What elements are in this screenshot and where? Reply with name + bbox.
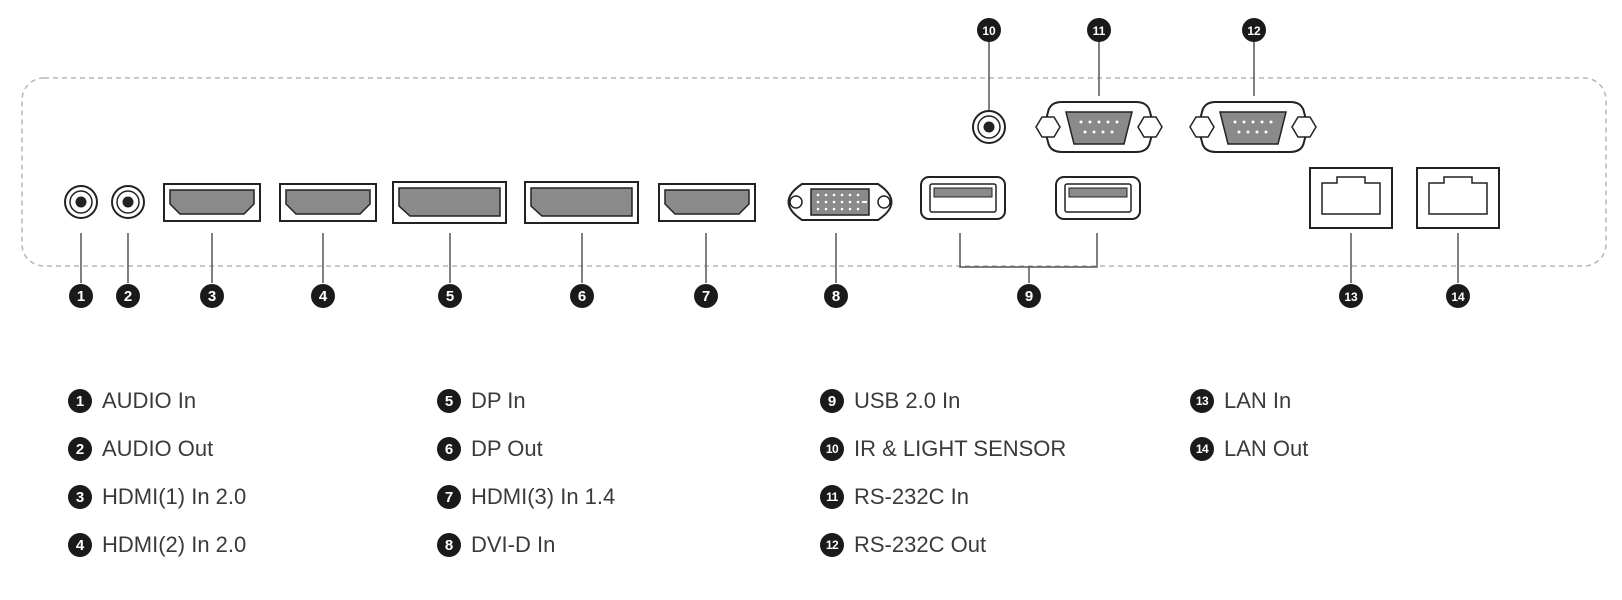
callout-7: 7 <box>694 284 718 308</box>
callout-number: 4 <box>319 288 328 305</box>
legend-label: AUDIO In <box>102 388 197 413</box>
legend-label: HDMI(3) In 1.4 <box>471 484 616 509</box>
legend-label: DP Out <box>471 436 543 461</box>
legend-number-badge: 10 <box>820 437 844 461</box>
legend-number-badge: 2 <box>68 437 92 461</box>
callout-8: 8 <box>824 284 848 308</box>
dp-out-port <box>524 181 639 224</box>
callout-5: 5 <box>438 284 462 308</box>
callout-14: 14 <box>1446 284 1470 308</box>
callout-number: 9 <box>1025 288 1033 305</box>
audio-out-jack <box>111 185 145 219</box>
audio-in-jack <box>64 185 98 219</box>
callout-9: 9 <box>1017 284 1041 308</box>
legend-label: HDMI(2) In 2.0 <box>102 532 247 557</box>
legend-item-audio-out: 2 AUDIO Out <box>68 434 213 464</box>
legend-item-rs232c-in: 11 RS-232C In <box>820 482 969 512</box>
callout-number: 8 <box>832 288 840 305</box>
legend-label: RS-232C In <box>854 484 969 509</box>
callout-number: 2 <box>124 288 132 305</box>
legend-item-hdmi-3: 7 HDMI(3) In 1.4 <box>437 482 615 512</box>
callout-number: 13 <box>1344 290 1358 304</box>
legend-label: LAN In <box>1224 388 1292 413</box>
legend-label: RS-232C Out <box>854 532 987 557</box>
legend-item-audio-in: 1 AUDIO In <box>68 386 196 416</box>
legend-item-hdmi-1: 3 HDMI(1) In 2.0 <box>68 482 246 512</box>
callout-number: 6 <box>578 288 586 305</box>
legend-label: DP In <box>471 388 526 413</box>
callout-number: 3 <box>208 288 216 305</box>
callout-number: 1 <box>77 288 85 305</box>
callout-13: 13 <box>1339 284 1363 308</box>
legend-number-badge: 9 <box>820 389 844 413</box>
callout-number: 14 <box>1451 290 1465 304</box>
legend-number-badge: 7 <box>437 485 461 509</box>
legend-number-badge: 11 <box>820 485 844 509</box>
legend-item-dvi-d-in: 8 DVI-D In <box>437 530 555 560</box>
ir-light-sensor-jack <box>972 110 1006 144</box>
legend-number-badge: 14 <box>1190 437 1214 461</box>
hdmi-1-port <box>163 183 261 222</box>
hdmi-2-port <box>279 183 377 222</box>
legend-item-lan-out: 14 LAN Out <box>1190 434 1308 464</box>
legend-item-lan-in: 13 LAN In <box>1190 386 1291 416</box>
legend-item-rs232c-out: 12 RS-232C Out <box>820 530 986 560</box>
legend-label: HDMI(1) In 2.0 <box>102 484 247 509</box>
legend-label: USB 2.0 In <box>854 388 961 413</box>
rs232c-out-port <box>1189 101 1317 153</box>
lan-in-port <box>1309 167 1393 229</box>
hdmi-3-port <box>658 183 756 222</box>
legend-item-ir-light-sensor: 10 IR & LIGHT SENSOR <box>820 434 1066 464</box>
legend-number-badge: 6 <box>437 437 461 461</box>
callout-2: 2 <box>116 284 140 308</box>
leader-lines <box>80 42 1459 283</box>
callout-1: 1 <box>69 284 93 308</box>
callout-number: 10 <box>982 24 996 38</box>
legend-number-badge: 13 <box>1190 389 1214 413</box>
legend-label: LAN Out <box>1224 436 1309 461</box>
callout-number: 5 <box>446 288 454 305</box>
callout-10: 10 <box>977 18 1001 42</box>
legend-number-badge: 5 <box>437 389 461 413</box>
rs232c-in-port <box>1035 101 1163 153</box>
legend-number-badge: 8 <box>437 533 461 557</box>
legend-item-usb-in: 9 USB 2.0 In <box>820 386 960 416</box>
callout-number: 7 <box>702 288 710 305</box>
dvi-d-port <box>787 183 893 221</box>
panel-outline <box>21 77 1607 267</box>
legend-number-badge: 3 <box>68 485 92 509</box>
legend-item-dp-in: 5 DP In <box>437 386 526 416</box>
callout-11: 11 <box>1087 18 1111 42</box>
usb-port-a <box>920 176 1006 220</box>
callout-number: 12 <box>1247 24 1261 38</box>
legend-item-hdmi-2: 4 HDMI(2) In 2.0 <box>68 530 246 560</box>
callout-4: 4 <box>311 284 335 308</box>
callout-12: 12 <box>1242 18 1266 42</box>
legend-number-badge: 4 <box>68 533 92 557</box>
legend-label: AUDIO Out <box>102 436 214 461</box>
callout-6: 6 <box>570 284 594 308</box>
legend-number-badge: 12 <box>820 533 844 557</box>
callout-number: 11 <box>1093 24 1106 38</box>
legend-label: IR & LIGHT SENSOR <box>854 436 1067 461</box>
usb-port-b <box>1055 176 1141 220</box>
callout-3: 3 <box>200 284 224 308</box>
legend-number-badge: 1 <box>68 389 92 413</box>
lan-out-port <box>1416 167 1500 229</box>
legend-label: DVI-D In <box>471 532 556 557</box>
legend-item-dp-out: 6 DP Out <box>437 434 543 464</box>
dp-in-port <box>392 181 507 224</box>
